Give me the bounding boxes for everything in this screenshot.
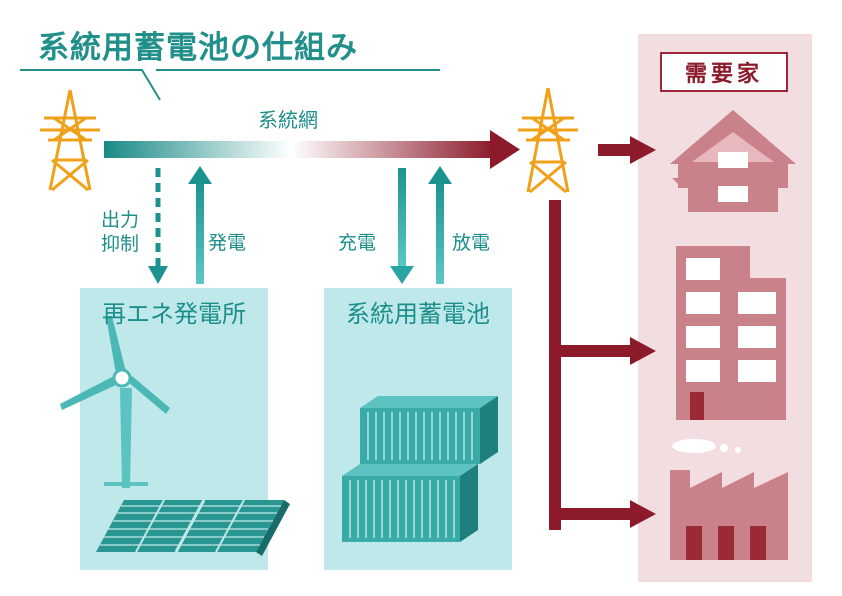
battery-container-icon	[342, 396, 498, 542]
curtailment-label: 出力抑制	[100, 209, 139, 255]
discharge-arrow	[428, 166, 452, 284]
office-building-icon	[676, 246, 786, 420]
renewable-label: 再エネ発電所	[102, 300, 246, 328]
charge-arrow	[390, 168, 414, 284]
solar-panel-icon	[96, 499, 290, 556]
battery-label: 系統用蓄電池	[346, 300, 490, 328]
factory-icon	[670, 439, 788, 560]
grid-label: 系統網	[258, 108, 318, 132]
transmission-tower-icon	[518, 87, 578, 194]
transmission-tower-icon	[40, 89, 100, 192]
charge-label: 充電	[338, 232, 377, 254]
page-title: 系統用蓄電池の仕組み	[38, 30, 358, 66]
curtailment-arrow	[148, 168, 168, 284]
house-icon	[670, 110, 796, 212]
generation-label: 発電	[208, 232, 247, 254]
discharge-label: 放電	[452, 232, 491, 254]
distribution-lines	[549, 136, 656, 530]
title-underline	[20, 69, 440, 101]
generation-arrow	[188, 166, 212, 284]
grid-arrow	[104, 130, 520, 169]
wind-turbine-icon	[60, 316, 170, 488]
consumers-label: 需要家	[660, 52, 788, 92]
